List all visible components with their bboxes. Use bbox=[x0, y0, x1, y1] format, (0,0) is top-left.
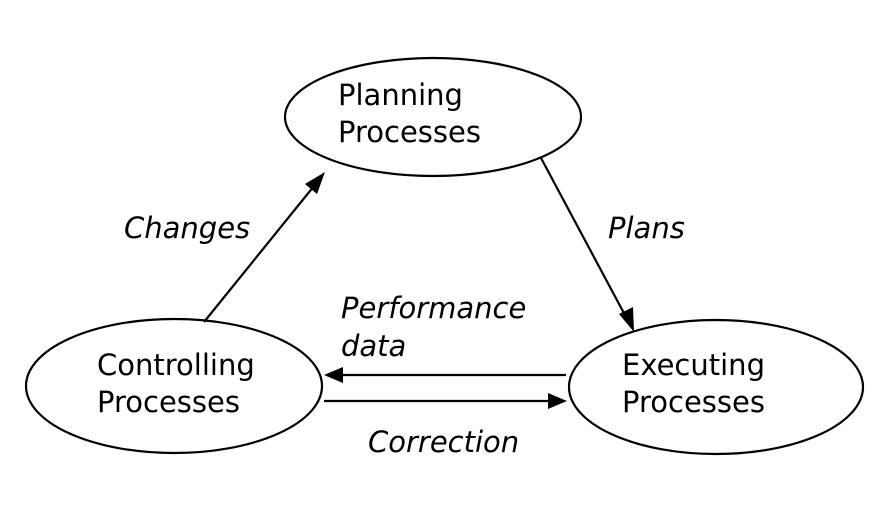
node-planning-label-line1: Planning bbox=[338, 78, 463, 112]
node-planning: Planning Processes bbox=[283, 56, 583, 178]
node-planning-shape bbox=[283, 56, 583, 178]
edge-performance-data-label-line2: data bbox=[341, 329, 406, 363]
node-controlling-label-line1: Controlling bbox=[97, 348, 255, 382]
edge-changes-line bbox=[203, 185, 315, 323]
edge-performance-data: Performance data bbox=[324, 291, 566, 383]
node-controlling: Controlling Processes bbox=[24, 317, 324, 455]
node-controlling-shape bbox=[24, 317, 324, 455]
edge-plans: Plans bbox=[540, 157, 685, 332]
node-executing-label-line1: Executing bbox=[622, 348, 765, 382]
edge-plans-line bbox=[540, 157, 627, 318]
node-controlling-label-line2: Processes bbox=[97, 385, 240, 419]
node-executing-shape bbox=[567, 318, 865, 456]
edge-changes-label: Changes bbox=[124, 211, 250, 245]
edge-correction-label: Correction bbox=[368, 425, 519, 459]
edge-performance-data-arrowhead bbox=[324, 367, 343, 383]
node-planning-label-line2: Processes bbox=[338, 115, 481, 149]
edge-correction-arrowhead bbox=[548, 393, 567, 409]
node-executing-label-line2: Processes bbox=[622, 385, 765, 419]
node-executing: Executing Processes bbox=[567, 318, 865, 456]
edge-changes-arrowhead bbox=[305, 172, 325, 194]
edge-changes: Changes bbox=[124, 172, 325, 323]
edge-performance-data-label-line1: Performance bbox=[341, 291, 526, 325]
edge-plans-arrowhead bbox=[619, 307, 634, 332]
edge-plans-label: Plans bbox=[608, 211, 685, 245]
edge-correction: Correction bbox=[324, 393, 567, 459]
